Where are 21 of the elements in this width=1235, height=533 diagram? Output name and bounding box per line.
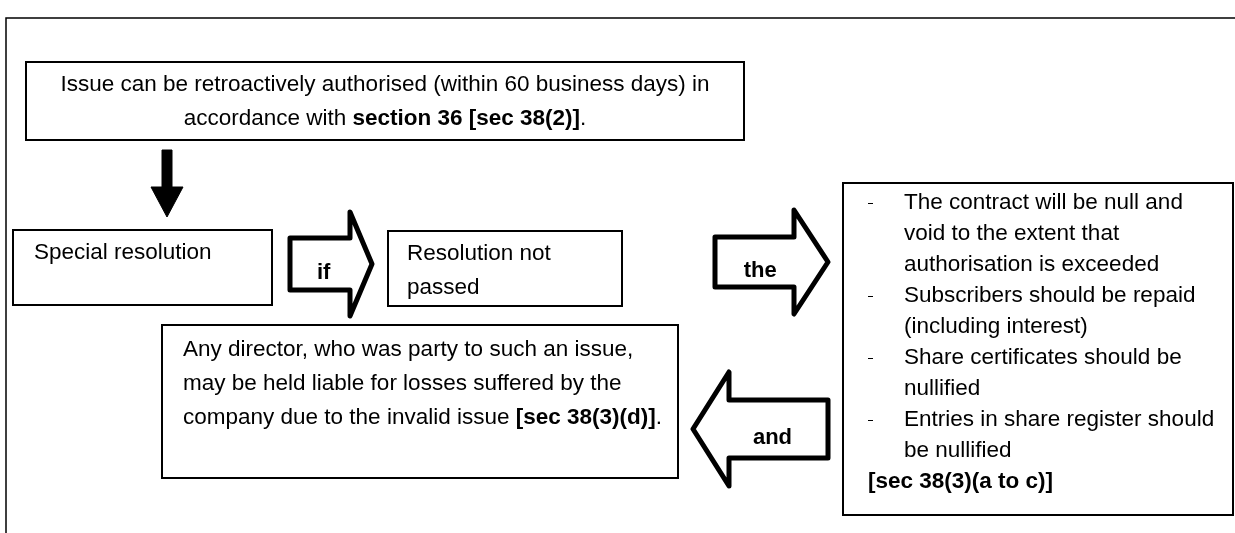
bullet-text: Subscribers should be repaid (including interest) [904, 281, 1197, 341]
block-arrow [287, 209, 375, 319]
result-box [842, 182, 1234, 516]
box-text: Resolution not passed [407, 239, 552, 301]
block-arrow [690, 369, 831, 489]
box-text: Any director, who was party to such an issue, may be held liable for losses suffered by the company due to the invalid issue [sec 38(3)(d)]. [183, 335, 663, 431]
bullet-text: Share certificates should be nullified [904, 343, 1183, 403]
bullet-text: The contract will be null and void to the extent that authorisation is exceeded [904, 188, 1184, 279]
section-reference: [sec 38(3)(a to c)] [868, 467, 1055, 496]
box-text: Special resolution [34, 238, 213, 266]
edge-label: the [743, 257, 777, 283]
edge-label: if [316, 259, 331, 285]
edge-label: and [752, 424, 793, 450]
box-text: Issue can be retroactively authorised (within 60 business days) in accordance with section 36 [sec 38(2)]. [59, 70, 711, 132]
bullet-text: Entries in share register should be nullified [904, 405, 1216, 465]
arrow [150, 149, 184, 218]
block-arrow [712, 207, 831, 317]
process-box [161, 324, 679, 479]
process-box [387, 230, 623, 307]
process-box [25, 61, 745, 141]
process-box [12, 229, 273, 306]
